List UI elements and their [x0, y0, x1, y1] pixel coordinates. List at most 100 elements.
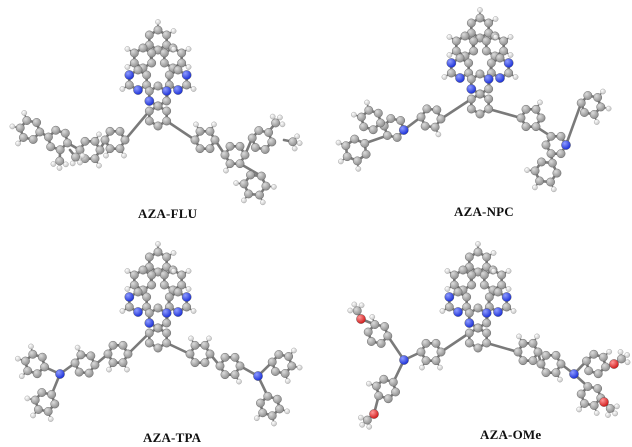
hydrogen-atom: [284, 408, 290, 415]
nitrogen-atom: [481, 308, 492, 318]
carbon-atom: [455, 53, 465, 63]
carbon-atom: [267, 137, 277, 147]
carbon-atom: [521, 104, 531, 114]
carbon-atom: [159, 58, 169, 68]
carbon-atom: [190, 340, 200, 350]
carbon-atom: [55, 156, 65, 166]
carbon-atom: [584, 366, 594, 376]
carbon-atom: [162, 328, 172, 338]
carbon-atom: [502, 302, 512, 312]
carbon-atom: [481, 46, 491, 56]
nitrogen-atom: [444, 292, 455, 302]
carbon-atom: [162, 116, 172, 126]
carbon-atom: [275, 404, 284, 414]
carbon-atom: [431, 338, 441, 348]
carbon-atom: [244, 189, 253, 199]
carbon-atom: [153, 25, 163, 35]
hydrogen-atom: [507, 52, 514, 58]
carbon-atom: [51, 125, 61, 135]
hydrogen-atom: [9, 123, 16, 130]
hydrogen-atom: [260, 199, 266, 206]
nitrogen-atom: [569, 369, 579, 379]
carbon-atom: [464, 58, 474, 68]
carbon-atom: [105, 144, 115, 154]
carbon-atom: [190, 358, 200, 368]
hydrogen-atom: [441, 74, 448, 80]
hydrogen-atom: [28, 343, 34, 350]
hydrogen-atom: [74, 344, 81, 351]
molecule-panel-aza-flu: AZA-FLU: [0, 0, 316, 224]
carbon-atom: [556, 149, 566, 159]
nitrogen-atom: [253, 371, 263, 381]
carbon-atom: [177, 270, 187, 280]
carbon-atom: [473, 247, 483, 257]
oxygen-atom: [369, 409, 379, 419]
carbon-atom: [466, 74, 476, 84]
carbon-atom: [43, 407, 53, 416]
carbon-atom: [497, 270, 507, 280]
hydrogen-atom: [63, 161, 69, 168]
carbon-atom: [144, 328, 154, 338]
carbon-atom: [451, 36, 461, 46]
hydrogen-atom: [206, 335, 212, 342]
carbon-atom: [422, 104, 432, 114]
carbon-atom: [436, 347, 446, 357]
carbon-atom: [475, 89, 485, 99]
carbon-atom: [129, 280, 139, 290]
carbon-atom: [516, 113, 526, 123]
carbon-atom: [254, 126, 264, 135]
hydrogen-atom: [170, 28, 177, 34]
carbon-atom: [493, 287, 503, 297]
carbon-atom: [272, 394, 282, 404]
carbon-atom: [200, 358, 210, 368]
hydrogen-atom: [294, 133, 300, 140]
carbon-atom: [15, 123, 25, 133]
hydrogen-atom: [576, 406, 582, 413]
carbon-atom: [144, 86, 154, 96]
carbon-atom: [220, 150, 230, 160]
carbon-atom: [284, 352, 294, 361]
carbon-atom: [462, 292, 472, 302]
carbon-atom: [484, 94, 494, 104]
hydrogen-atom: [606, 348, 613, 355]
carbon-atom: [247, 133, 257, 143]
carbon-atom: [124, 302, 134, 312]
carbon-atom: [388, 377, 398, 387]
carbon-atom: [235, 159, 245, 169]
carbon-atom: [28, 135, 38, 144]
bond: [165, 119, 197, 142]
hydrogen-atom: [624, 359, 631, 366]
carbon-atom: [75, 145, 85, 155]
carbon-atom: [473, 303, 483, 313]
hydrogen-atom: [50, 161, 57, 167]
nitrogen-atom: [181, 70, 192, 80]
carbon-atom: [250, 143, 260, 152]
carbon-atom: [159, 280, 169, 290]
bond: [439, 97, 473, 121]
aza-npc-molecule-render: [335, 7, 612, 193]
hydrogen-atom: [492, 34, 499, 40]
carbon-atom: [162, 318, 172, 328]
nitrogen-atom: [446, 58, 457, 68]
carbon-atom: [361, 149, 371, 159]
nitrogen-atom: [124, 292, 135, 302]
carbon-atom: [18, 133, 28, 142]
carbon-atom: [466, 104, 476, 114]
aza-ome-molecule-render: [347, 241, 631, 430]
hydrogen-atom: [444, 286, 451, 292]
carbon-atom: [257, 171, 266, 181]
hydrogen-atom: [185, 46, 192, 52]
carbon-atom: [40, 362, 49, 372]
molecule-label: AZA-NPC: [454, 204, 514, 219]
nitrogen-atom: [173, 307, 183, 317]
hydrogen-atom: [124, 366, 130, 373]
carbon-atom: [484, 18, 494, 28]
hydrogen-atom: [271, 184, 277, 190]
atom-layer: [15, 241, 303, 427]
hydrogen-atom: [30, 412, 36, 419]
carbon-atom: [118, 340, 128, 350]
carbon-atom: [380, 322, 390, 331]
carbon-atom: [579, 108, 589, 117]
hydrogen-atom: [364, 99, 370, 106]
carbon-atom: [342, 152, 352, 162]
